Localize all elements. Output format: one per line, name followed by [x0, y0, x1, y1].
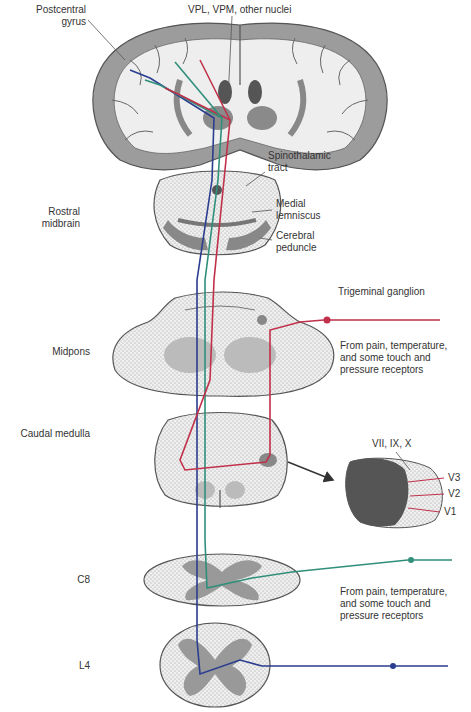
zoom-arrow — [288, 462, 333, 480]
cervical-cord-section — [144, 554, 300, 606]
structure-label: Trigeminal ganglion — [338, 286, 428, 298]
structure-label: V3 — [448, 472, 468, 484]
structure-label: Caudal medulla — [20, 428, 90, 440]
structure-label: From pain, temperature, and some touch a… — [340, 340, 462, 376]
structure-label: Spinothalamic tract — [268, 150, 338, 174]
structure-label: Midpons — [20, 346, 90, 358]
structure-label: Cerebral peduncle — [276, 230, 346, 254]
structure-label: Postcentral gyrus — [20, 4, 86, 28]
structure-label: Medial lemniscus — [276, 198, 346, 222]
leader-lines — [88, 16, 272, 240]
coronal-brain-section — [93, 23, 387, 170]
structure-label: C8 — [20, 574, 90, 586]
structure-label: From pain, temperature, and some touch a… — [340, 586, 462, 622]
trigeminal-nucleus-inset — [346, 452, 444, 528]
structure-label: VPL, VPM, other nuclei — [188, 4, 328, 16]
structure-label: Rostral midbrain — [10, 206, 80, 230]
structure-label: L4 — [20, 660, 90, 672]
structure-label: V1 — [444, 506, 464, 518]
structure-label: V2 — [448, 488, 468, 500]
pons-section — [113, 292, 334, 396]
structure-label: VII, IX, X — [372, 438, 442, 450]
lumbar-cord-section — [160, 623, 270, 707]
